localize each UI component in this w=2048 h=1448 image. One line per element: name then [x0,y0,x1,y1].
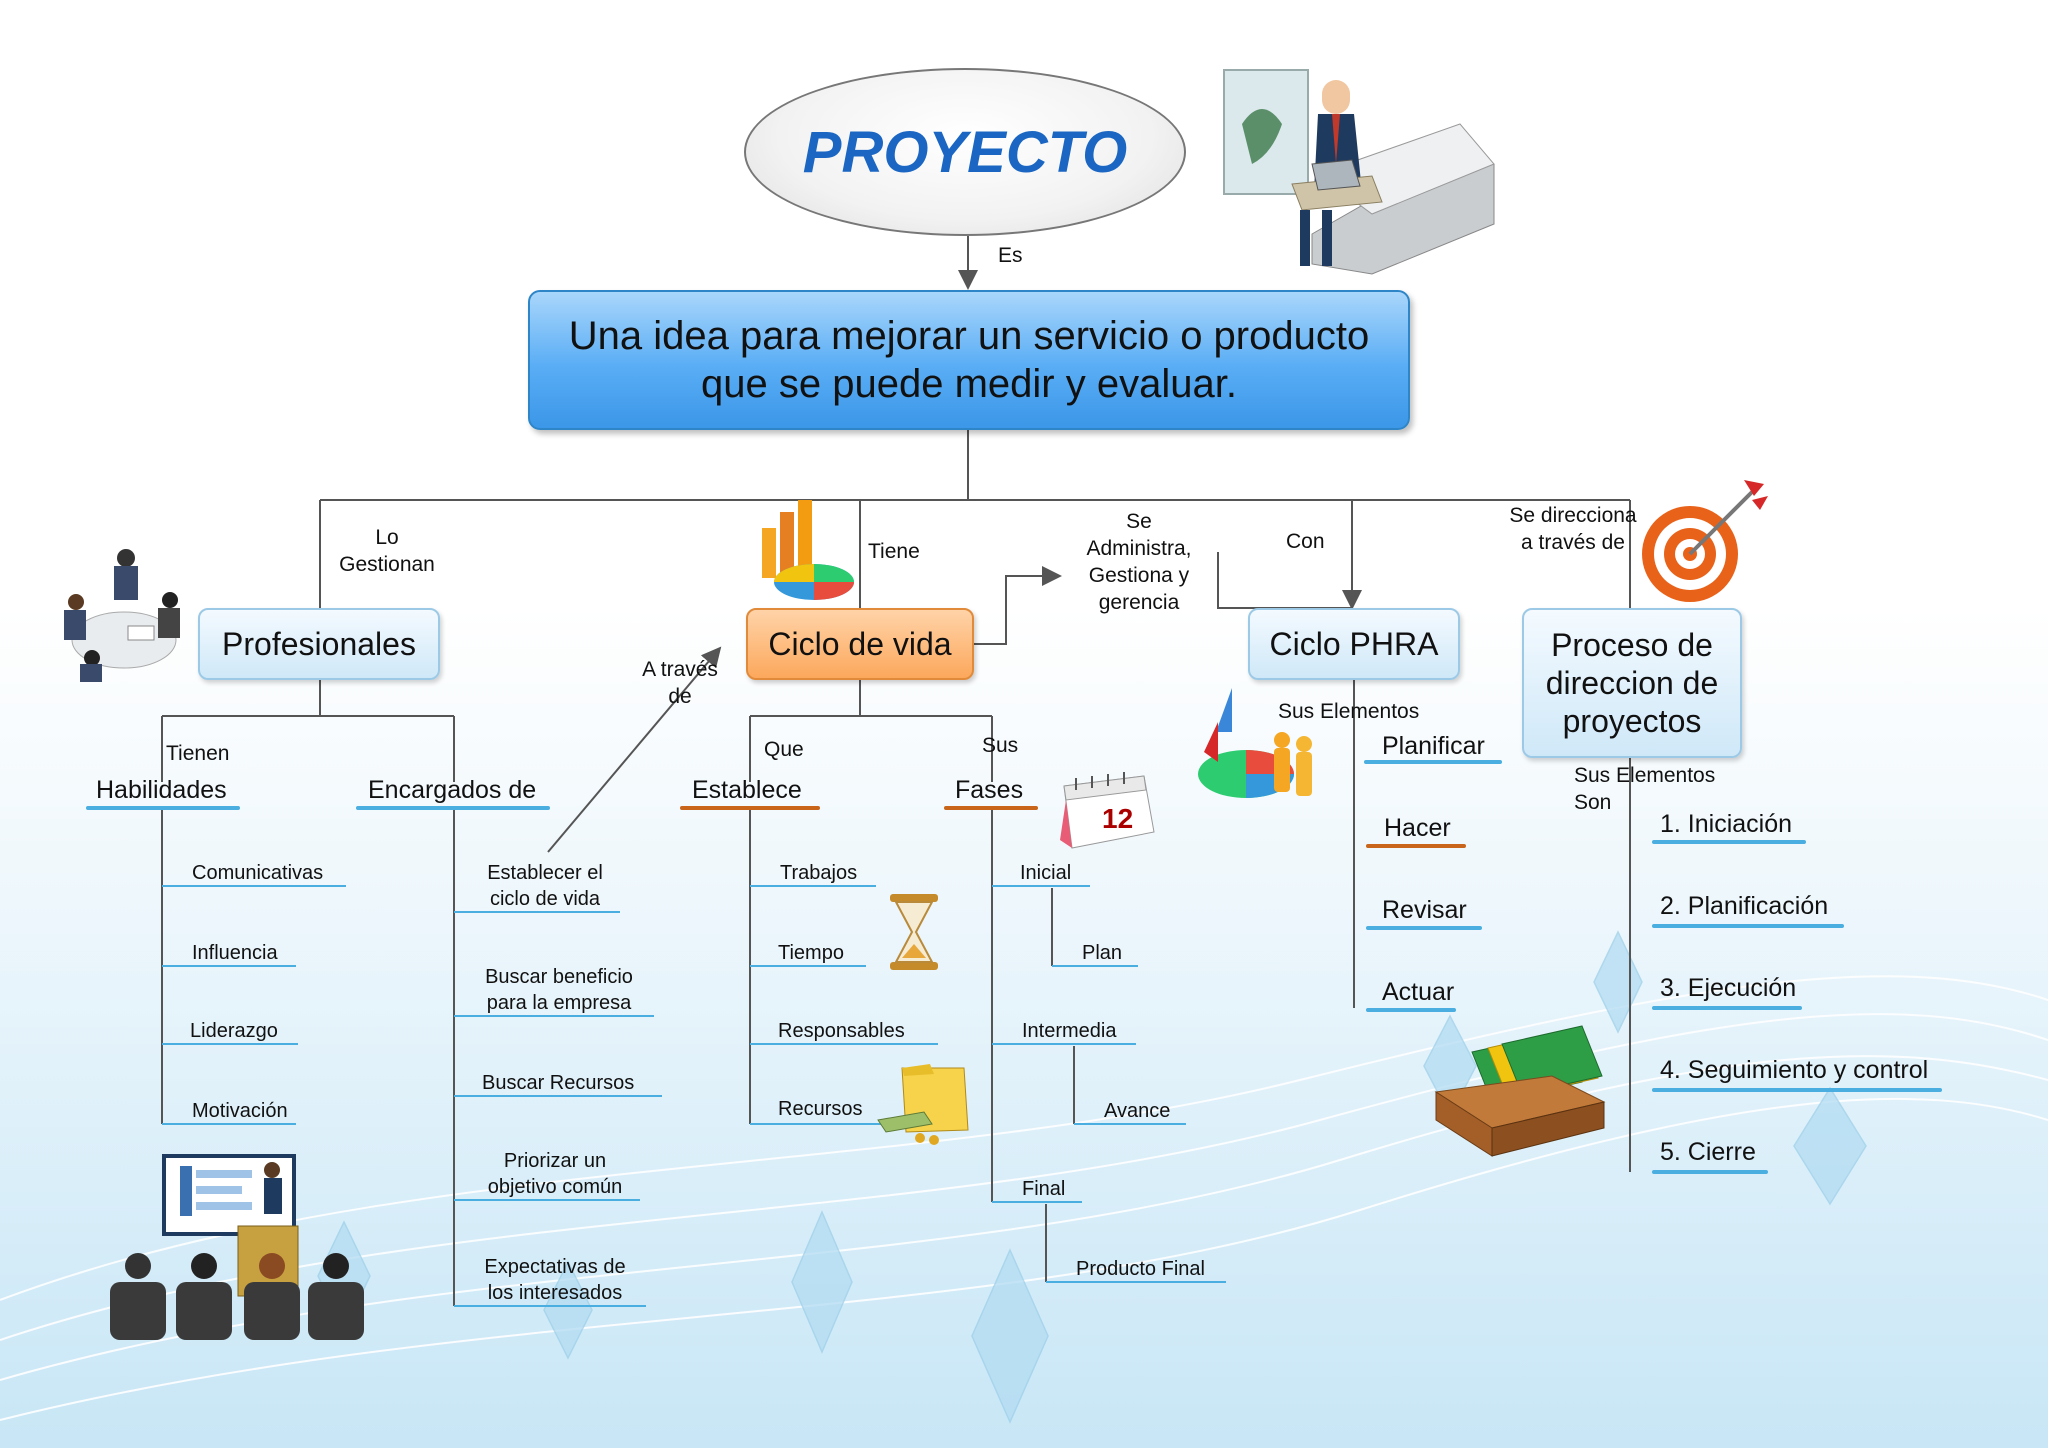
link-sus-elementos: Sus Elementos [1278,700,1420,723]
encargado-item: Buscar Recursos [482,1072,635,1094]
proceso-item: 1. Iniciación [1660,810,1793,838]
fase-item: Intermedia [1022,1020,1117,1042]
proceso-item: 5. Cierre [1660,1138,1756,1166]
link-que: Que [764,738,804,761]
pie-people-icon [1198,688,1312,798]
file-box-icon [1434,1025,1606,1157]
title-text: PROYECTO [802,119,1128,185]
encargado-item: Buscar beneficio para la empresa [485,966,633,1014]
title-node: PROYECTO [744,68,1186,236]
ciclo-phra-node[interactable]: Ciclo PHRA [1248,608,1460,680]
link-sus: Sus [982,734,1019,757]
phra-item: Hacer [1384,814,1451,842]
ciclo-vida-node[interactable]: Ciclo de vida [746,608,974,680]
presentation-icon [110,1154,364,1340]
proceso-node[interactable]: Proceso de direccion de proyectos [1522,608,1742,758]
link-con: Con [1286,530,1325,553]
ciclo-phra-label: Ciclo PHRA [1269,625,1439,662]
phra-item: Planificar [1382,732,1485,760]
definition-text: Una idea para mejorar un servicio o prod… [568,314,1370,406]
team-meeting-icon [64,549,180,682]
establece-item: Trabajos [780,862,858,884]
habilidad-item: Comunicativas [192,862,324,884]
phra-item: Actuar [1382,978,1455,1006]
link-es: Es [998,244,1023,267]
chart-icon [762,500,854,600]
habilidades-header[interactable]: Habilidades [96,776,227,804]
encargado-item: Establecer el ciclo de vida [487,862,603,910]
fase-item: Producto Final [1076,1258,1205,1280]
fase-item: Inicial [1020,862,1072,884]
profesionales-label: Profesionales [222,625,416,662]
establece-item: Recursos [778,1098,863,1120]
fases-header[interactable]: Fases [955,776,1024,804]
fase-item: Plan [1082,942,1123,964]
calendar-day: 12 [1102,803,1133,834]
profesionales-node[interactable]: Profesionales [198,608,440,680]
encargado-item: Expectativas de los interesados [484,1256,626,1304]
proceso-item: 3. Ejecución [1660,974,1797,1002]
fase-item: Avance [1104,1100,1171,1122]
target-icon [1642,480,1768,602]
money-icon [877,1064,969,1145]
link-lo-gestionan: Lo Gestionan [339,526,435,576]
link-tiene: Tiene [868,540,920,563]
proceso-item: 4. Seguimiento y control [1660,1056,1929,1084]
proceso-item: 2. Planificación [1660,892,1829,920]
establece-item: Responsables [778,1020,905,1042]
hourglass-icon [890,894,938,970]
establece-item: Tiempo [778,942,844,964]
link-a-traves-de: A través de [642,658,718,708]
link-se-administra: Se Administra, Gestiona y gerencia [1086,510,1192,614]
establece-header[interactable]: Establece [692,776,802,804]
habilidad-item: Liderazgo [190,1020,278,1042]
link-tienen: Tienen [166,742,230,765]
habilidad-item: Motivación [192,1100,288,1122]
definition-box: Una idea para mejorar un servicio o prod… [528,290,1410,430]
calendar-icon: 12 [1060,772,1155,849]
habilidad-item: Influencia [192,942,278,964]
proceso-label: Proceso de direccion de proyectos [1545,627,1719,739]
fase-item: Final [1022,1178,1066,1200]
businessman-laptop-icon [1223,69,1495,275]
phra-item: Revisar [1382,896,1467,924]
link-se-direcciona: Se direcciona a través de [1509,504,1637,554]
encargados-header[interactable]: Encargados de [368,776,537,804]
link-sus-elementos-son: Sus Elementos Son [1574,764,1716,814]
ciclo-vida-label: Ciclo de vida [768,625,952,662]
encargado-item: Priorizar un objetivo común [487,1150,623,1198]
